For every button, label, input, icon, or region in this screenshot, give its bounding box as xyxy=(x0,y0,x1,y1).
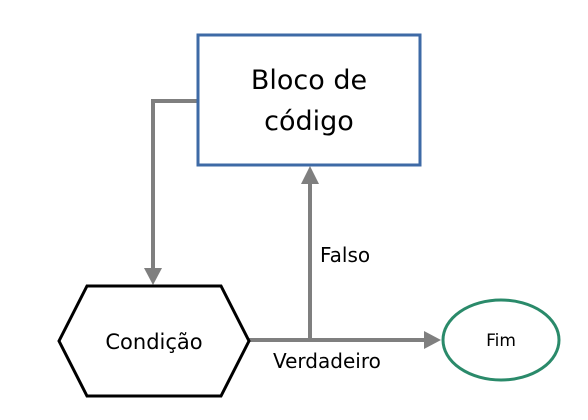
end-node xyxy=(441,298,561,382)
arrowhead-into-end xyxy=(424,331,441,349)
block-node xyxy=(196,33,422,167)
false-branch-label: Falso xyxy=(320,243,370,267)
arrowhead-into-block xyxy=(301,166,319,184)
condition-node xyxy=(57,284,251,398)
true-branch-label: Verdadeiro xyxy=(273,349,381,373)
block-node-label-line1: Bloco de xyxy=(251,65,367,96)
end-node-label: Fim xyxy=(486,331,516,351)
condition-node-label: Condição xyxy=(105,330,202,354)
arrowhead-into-condition xyxy=(144,268,162,285)
block-node-label-line2: código xyxy=(264,106,354,137)
connector-block-to-condition xyxy=(151,99,198,272)
